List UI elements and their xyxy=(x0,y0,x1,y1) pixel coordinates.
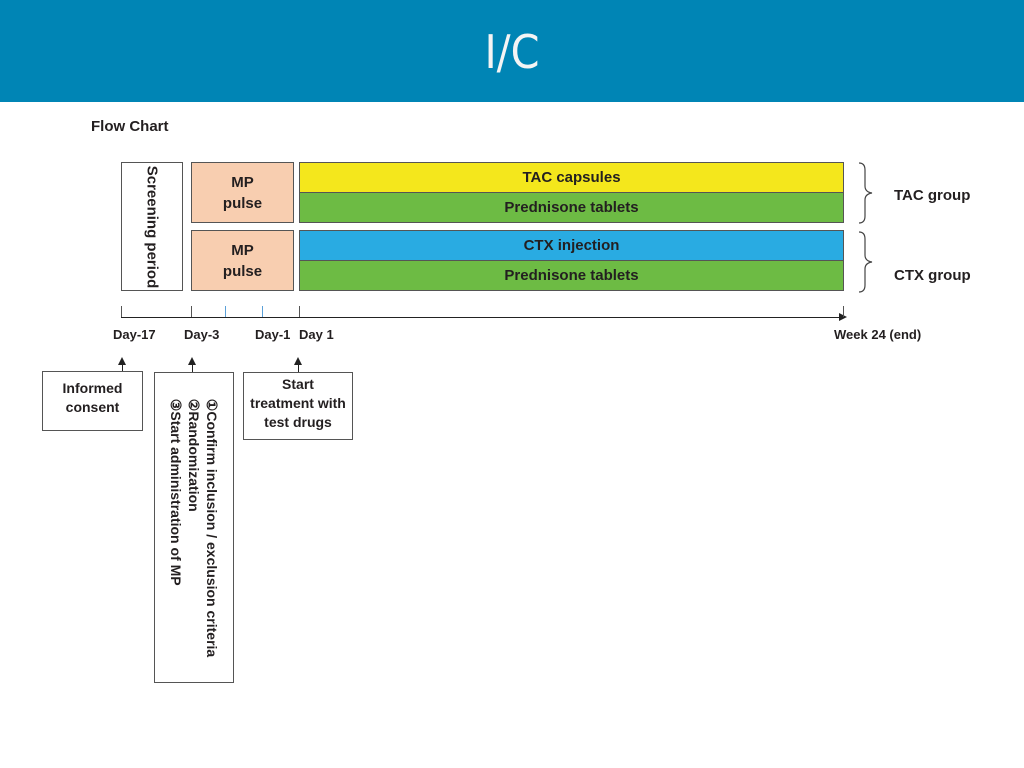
mp-pulse-label: MP pulse xyxy=(222,173,263,212)
start-treatment-box: Start treatment with test drugs xyxy=(243,372,353,440)
section-title: Flow Chart xyxy=(91,118,169,135)
timeline-arrow-icon xyxy=(839,313,847,321)
label-week24: Week 24 (end) xyxy=(834,327,922,342)
tick-week24 xyxy=(843,306,844,317)
tick-day-1 xyxy=(262,306,263,317)
group-label-tac: TAC group xyxy=(894,187,971,204)
note-line: Start xyxy=(282,376,314,392)
mp-pulse-box-tac: MP pulse xyxy=(191,162,294,223)
label-day-1: Day-1 xyxy=(255,327,291,342)
step-start-mp: ③Start administration of MP xyxy=(168,398,184,586)
screening-period-box: Screening period xyxy=(121,162,183,291)
screening-text: Screening period xyxy=(143,165,161,288)
brace-tac-group xyxy=(858,162,873,224)
arrow-shaft xyxy=(122,364,123,371)
bar-prednisone-tac: Prednisone tablets xyxy=(299,192,844,223)
arrow-up-icon xyxy=(118,357,126,365)
screening-period-label: Screening period xyxy=(143,165,162,288)
arrow-up-icon xyxy=(294,357,302,365)
bar-tac-capsules: TAC capsules xyxy=(299,162,844,193)
step-confirm-criteria: ①Confirm inclusion / exclusion criteria xyxy=(204,398,220,657)
label-day-3: Day-3 xyxy=(184,327,220,342)
group-label-ctx: CTX group xyxy=(894,267,971,284)
note-line: Informed xyxy=(62,380,123,396)
brace-ctx-group xyxy=(858,231,873,293)
bar-prednisone-ctx: Prednisone tablets xyxy=(299,260,844,291)
note-line: treatment with xyxy=(250,395,346,411)
timeline-axis xyxy=(121,317,839,318)
informed-consent-box: Informed consent xyxy=(42,371,143,431)
label-day1: Day 1 xyxy=(299,327,334,342)
arrow-shaft xyxy=(298,364,299,372)
label-day-17: Day-17 xyxy=(113,327,156,342)
tick-day1 xyxy=(299,306,300,317)
mp-pulse-box-ctx: MP pulse xyxy=(191,230,294,291)
bar-label: Prednisone tablets xyxy=(504,199,639,216)
bar-label: Prednisone tablets xyxy=(504,267,639,284)
step-randomization: ②Randomization xyxy=(186,398,202,512)
tick-day-17 xyxy=(121,306,122,317)
title-banner: I/C xyxy=(0,0,1024,102)
note-line: test drugs xyxy=(264,414,332,430)
arrow-up-icon xyxy=(188,357,196,365)
day3-steps-text: ①Confirm inclusion / exclusion criteria … xyxy=(167,398,221,656)
bar-label: CTX injection xyxy=(523,237,620,254)
arrow-shaft xyxy=(192,364,193,372)
slide-title: I/C xyxy=(484,25,540,79)
bar-label: TAC capsules xyxy=(522,169,621,186)
bar-ctx-injection: CTX injection xyxy=(299,230,844,261)
mp-pulse-label: MP pulse xyxy=(222,241,263,280)
tick-day-2 xyxy=(225,306,226,317)
tick-day-3 xyxy=(191,306,192,317)
day3-steps-box: ①Confirm inclusion / exclusion criteria … xyxy=(154,372,234,683)
note-line: consent xyxy=(65,399,120,415)
